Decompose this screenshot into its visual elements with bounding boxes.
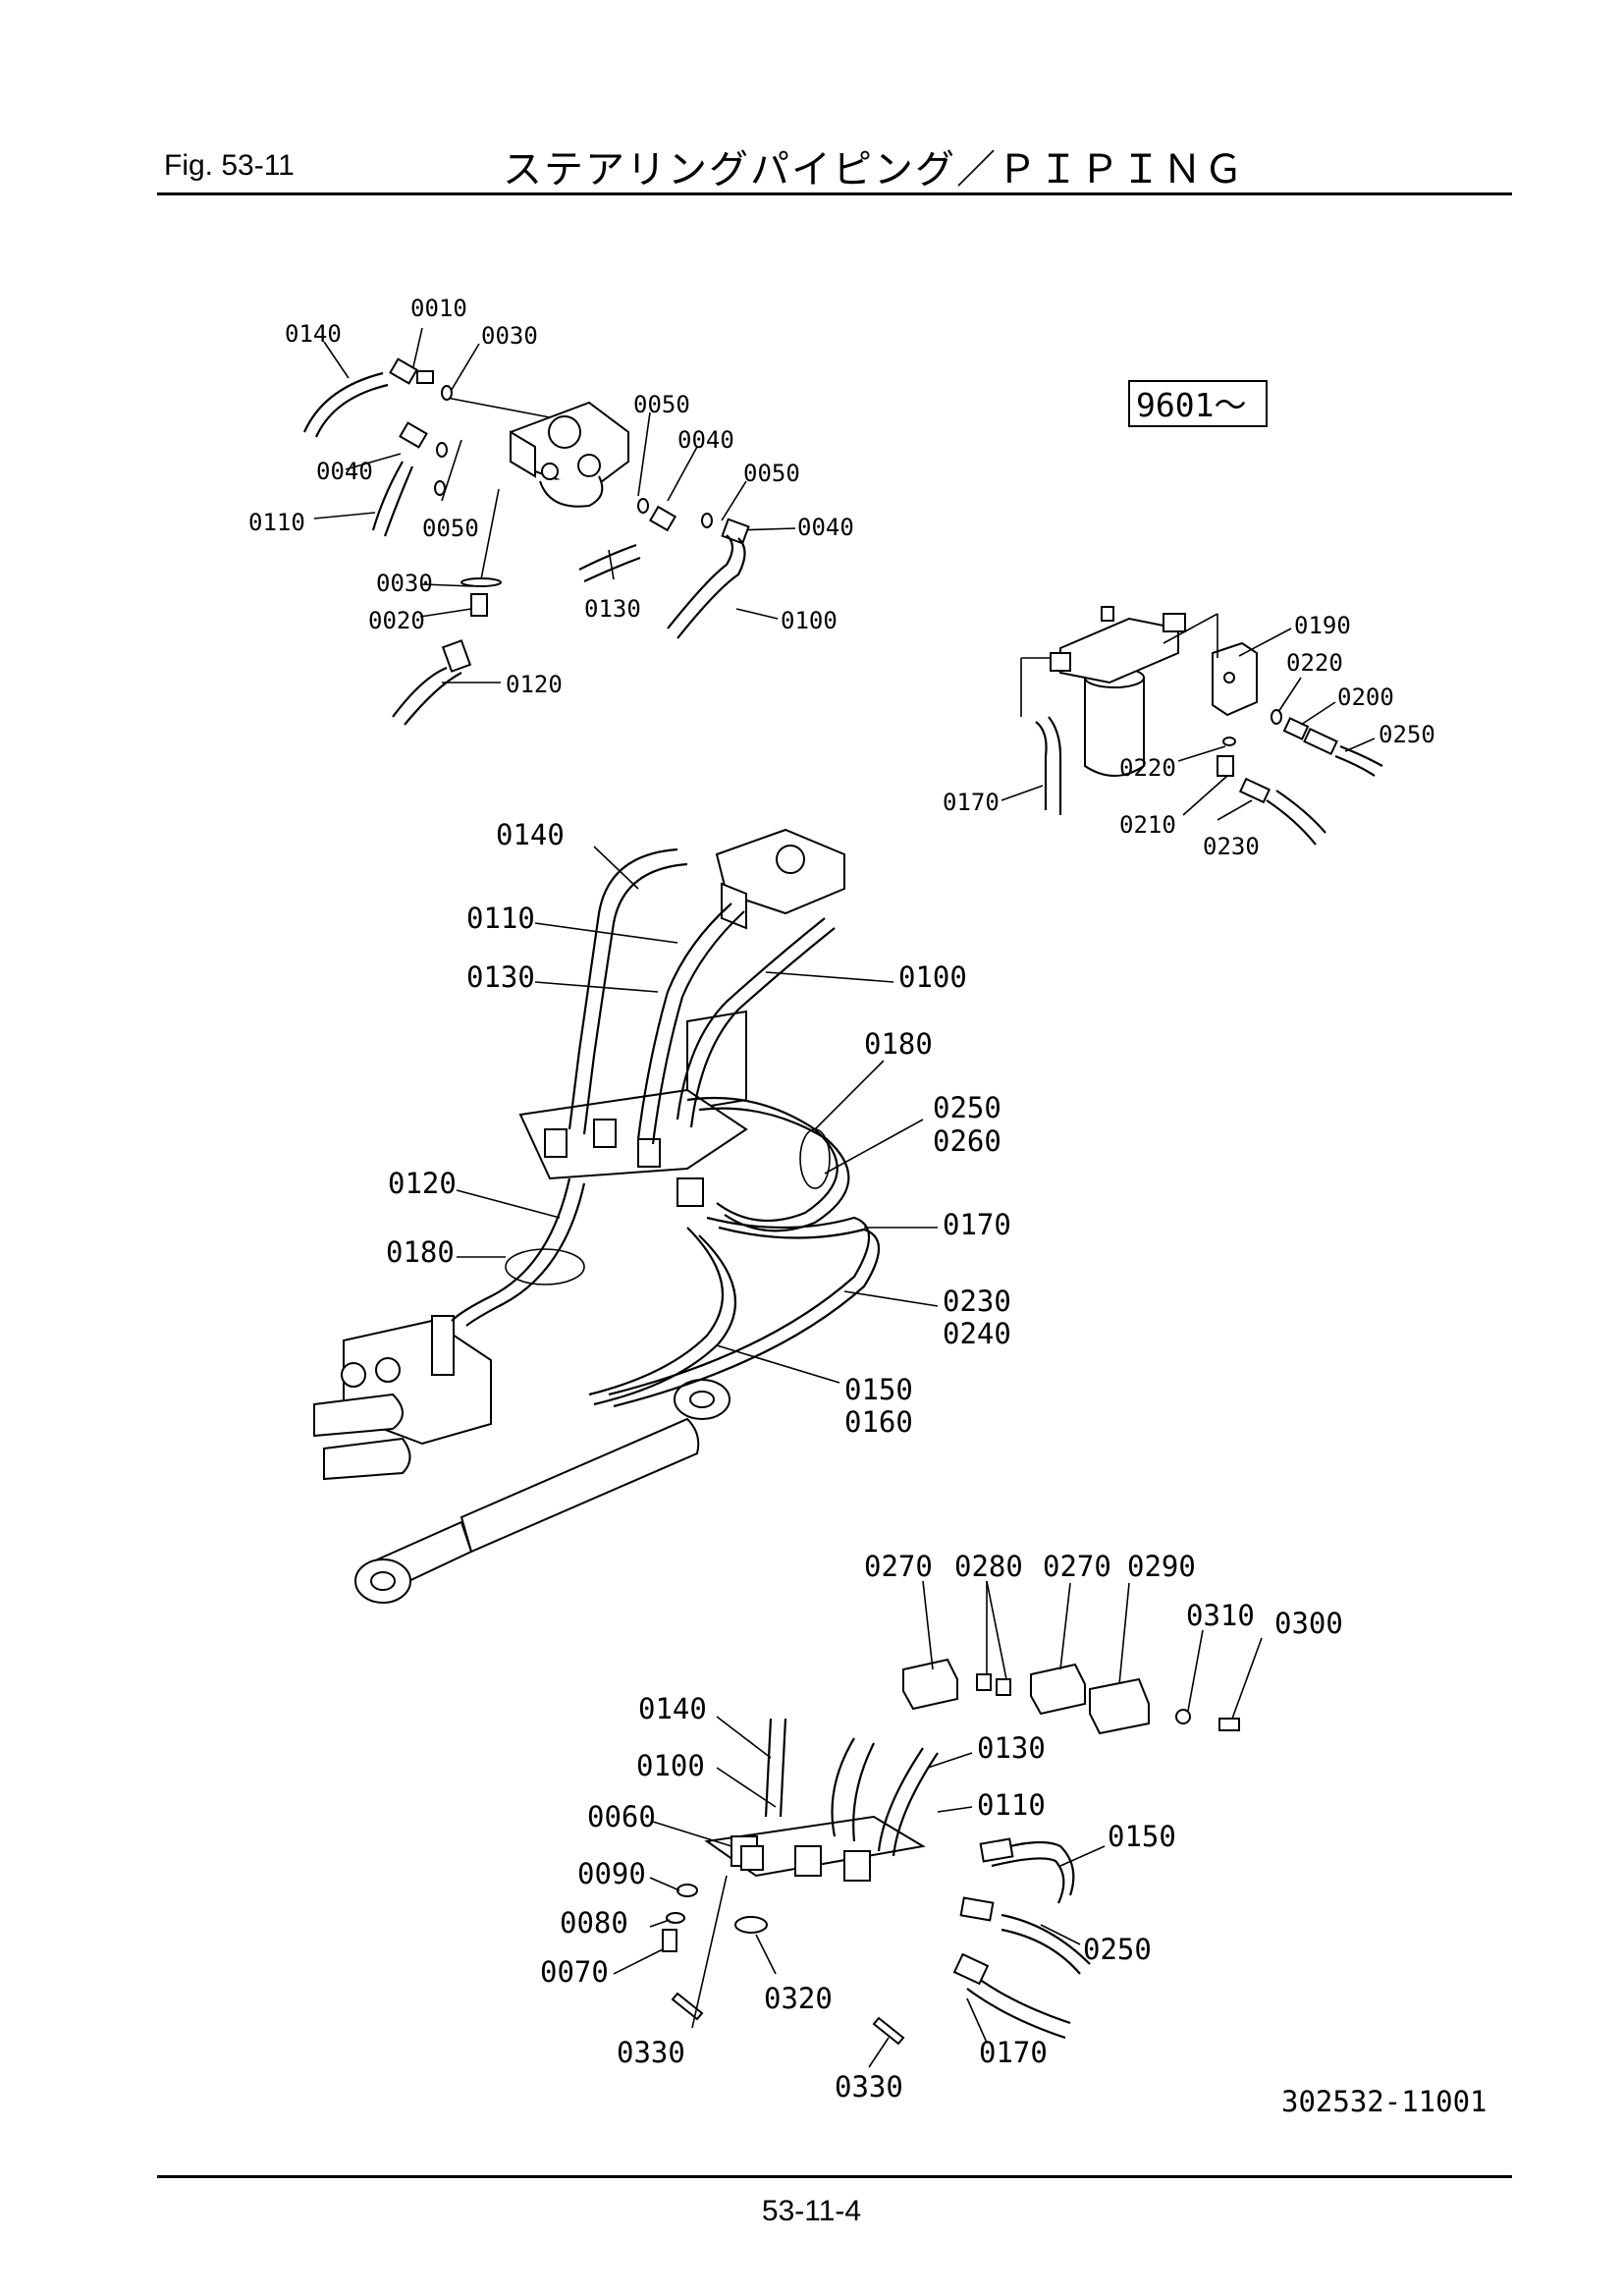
callout-0120-main: 0120 <box>388 1167 457 1200</box>
callout-0170-main: 0170 <box>943 1208 1011 1241</box>
callout-0180-a: 0180 <box>864 1027 933 1061</box>
callout-0160: 0160 <box>844 1405 913 1439</box>
callout-0140-tl: 0140 <box>285 320 342 348</box>
callout-0010: 0010 <box>410 295 467 322</box>
callout-0020: 0020 <box>368 607 425 634</box>
callout-0130-bot: 0130 <box>977 1731 1046 1765</box>
callout-0130-tl: 0130 <box>584 595 641 623</box>
callout-0100-main: 0100 <box>898 960 967 994</box>
page-number: 53-11-4 <box>761 2195 862 2227</box>
callout-0180-b: 0180 <box>386 1235 455 1269</box>
callout-0150-main: 0150 <box>844 1373 913 1406</box>
filter-detail: 0190 0220 0200 0250 0220 0170 0210 0230 <box>943 606 1435 860</box>
callout-0140-main: 0140 <box>496 818 565 851</box>
callout-0310: 0310 <box>1186 1599 1255 1632</box>
callout-0050-c: 0050 <box>422 515 479 542</box>
callout-0260: 0260 <box>933 1124 1001 1158</box>
callout-0290: 0290 <box>1127 1550 1196 1583</box>
callout-0230-main: 0230 <box>943 1285 1011 1318</box>
callout-0030-b: 0030 <box>376 570 433 597</box>
callout-0170-bot: 0170 <box>979 2036 1048 2069</box>
callout-0030-a: 0030 <box>481 322 538 350</box>
callout-0110-bot: 0110 <box>977 1788 1046 1822</box>
header-rule <box>157 192 1512 195</box>
callout-0050-b: 0050 <box>743 460 800 487</box>
callout-0250-tr: 0250 <box>1379 721 1435 748</box>
callout-0220-a: 0220 <box>1286 649 1343 677</box>
callout-0200: 0200 <box>1337 683 1394 711</box>
callout-0070: 0070 <box>540 1955 609 1989</box>
callout-0240: 0240 <box>943 1317 1011 1350</box>
callout-0300: 0300 <box>1274 1607 1343 1640</box>
callout-0100-tl: 0100 <box>781 607 838 634</box>
callout-0120-tl: 0120 <box>506 671 563 698</box>
main-assembly: 0140 0110 0130 0100 0180 0250 0260 0120 … <box>313 818 1011 1604</box>
callout-0220-b: 0220 <box>1119 754 1176 782</box>
serial-range: 9601～ <box>1136 386 1246 424</box>
callout-0250-main: 0250 <box>933 1091 1001 1124</box>
callout-0270-a: 0270 <box>864 1550 933 1583</box>
callout-0090: 0090 <box>577 1857 646 1890</box>
callout-0110-main: 0110 <box>466 902 535 935</box>
callout-0330-b: 0330 <box>835 2070 903 2104</box>
callout-0040-c: 0040 <box>316 458 373 485</box>
callout-0130-main: 0130 <box>466 960 535 994</box>
callout-0190: 0190 <box>1294 612 1351 639</box>
callout-0040-b: 0040 <box>797 514 854 541</box>
callout-0250-bot: 0250 <box>1083 1933 1152 1966</box>
callout-0280: 0280 <box>954 1550 1023 1583</box>
callout-0140-bot: 0140 <box>638 1692 707 1725</box>
callout-0110-tl: 0110 <box>248 509 305 536</box>
callout-0330-a: 0330 <box>617 2036 685 2069</box>
callout-0060: 0060 <box>587 1800 656 1833</box>
footer-rule <box>157 2175 1512 2178</box>
serial-range-box <box>1128 380 1268 427</box>
callout-0320: 0320 <box>764 1982 833 2015</box>
page-title: ステアリングパイピング／ＰＩＰＩＮＧ <box>503 147 1245 192</box>
steering-unit-detail: 0140 0010 0030 0050 0040 0050 0040 0110 … <box>248 295 854 726</box>
callout-0230-tr: 0230 <box>1203 833 1260 860</box>
drawing-number: 302532-11001 <box>1281 2085 1488 2118</box>
figure-number: Fig. 53-11 <box>164 149 295 182</box>
callout-0210: 0210 <box>1119 811 1176 839</box>
callout-0080: 0080 <box>560 1906 628 1940</box>
callout-0150-bot: 0150 <box>1108 1820 1176 1853</box>
callout-0100-bot: 0100 <box>636 1749 705 1782</box>
callout-0050-a: 0050 <box>633 391 690 418</box>
manifold-clamp-detail: 0270 0280 0270 0290 0310 0300 0140 0130 … <box>540 1550 1343 2104</box>
callout-0040-a: 0040 <box>677 426 734 454</box>
callout-0270-b: 0270 <box>1043 1550 1111 1583</box>
callout-0170-tr: 0170 <box>943 789 1000 816</box>
